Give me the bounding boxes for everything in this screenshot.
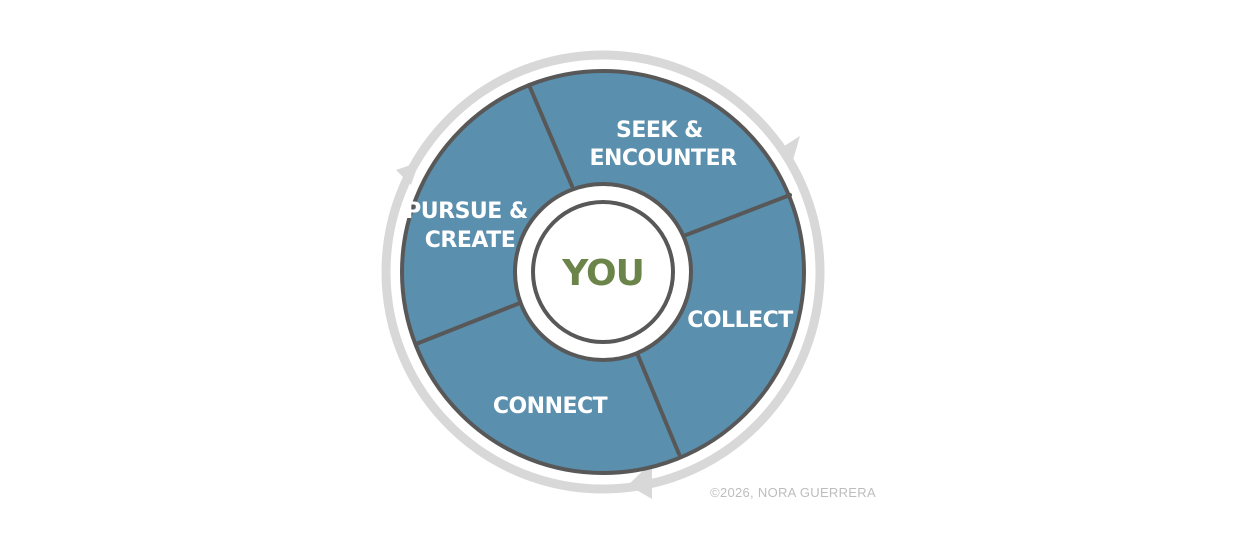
segment-label-line: SEEK & <box>616 118 703 143</box>
segment-label-connect: CONNECT <box>493 394 608 419</box>
center-inner-ring <box>531 200 675 344</box>
outer-ring-circle <box>381 50 825 494</box>
divider-bottom <box>635 351 681 456</box>
arrow-bottom-icon <box>628 462 652 499</box>
arrow-right-icon <box>778 136 800 160</box>
center-label: YOU <box>561 253 644 294</box>
arrow-left-icon <box>396 162 419 185</box>
divider-top <box>527 83 574 188</box>
segment-label-pursue: PURSUE & CREATE <box>405 199 535 253</box>
divider-right <box>684 193 792 237</box>
copyright-notice: ©2026, NORA GUERRERA <box>710 485 876 500</box>
outer-cycle-ring <box>381 50 825 499</box>
segment-label-line: CREATE <box>425 228 515 253</box>
divider-left <box>414 301 522 346</box>
segment-label-seek: SEEK & ENCOUNTER <box>589 118 737 171</box>
segment-label-line: PURSUE & <box>405 199 528 224</box>
segment-label-line: COLLECT <box>687 308 793 333</box>
segment-label-line: ENCOUNTER <box>589 146 737 171</box>
segment-label-collect: COLLECT <box>687 308 793 333</box>
segment-dividers <box>414 83 792 456</box>
segment-label-line: CONNECT <box>493 394 608 419</box>
